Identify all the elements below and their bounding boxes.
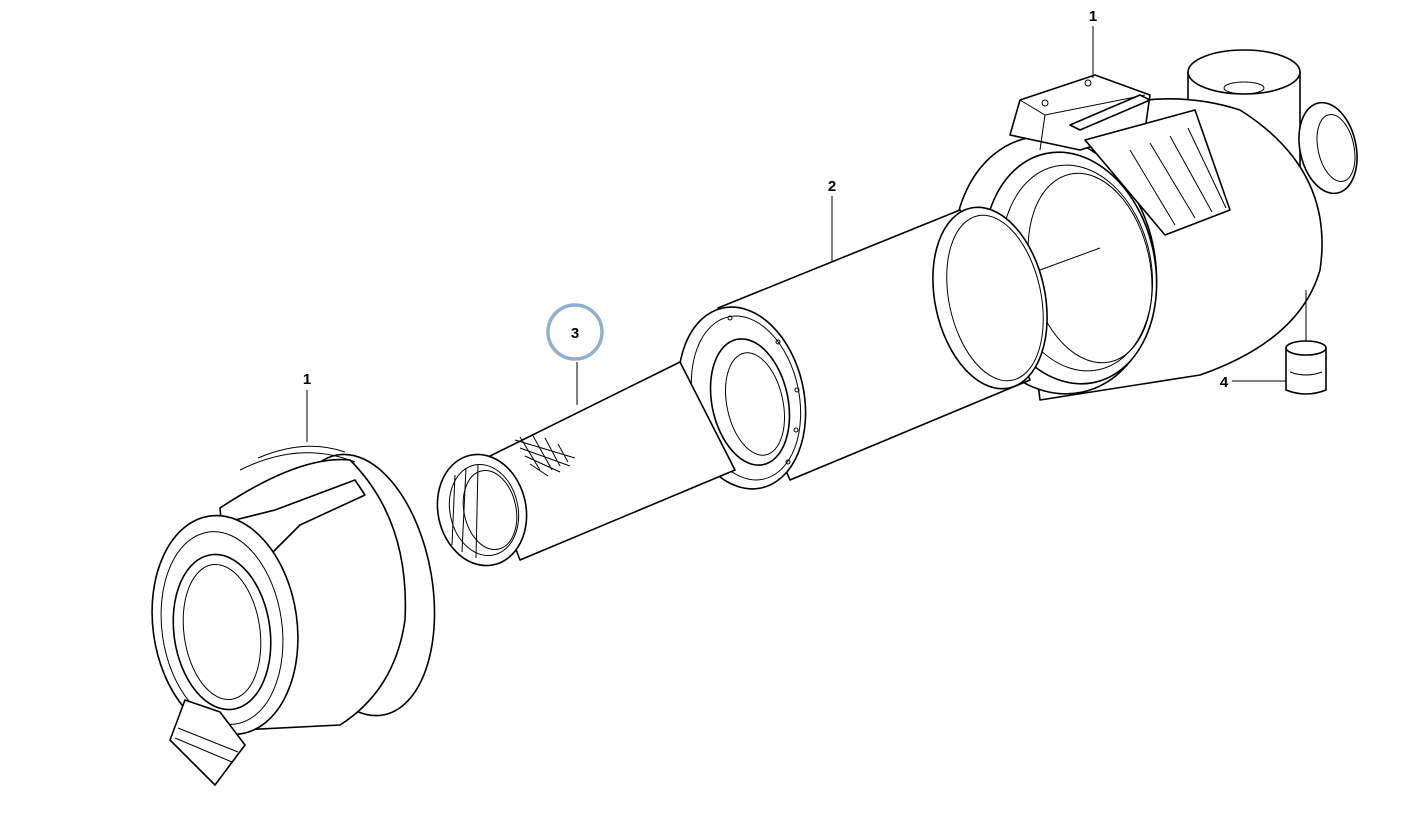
callout-main-body: 2 — [828, 178, 836, 195]
callout-bottom-cover: 1 — [303, 371, 311, 388]
bottom-cover — [151, 445, 436, 786]
filter-element — [436, 361, 736, 567]
highlight-ring — [546, 303, 604, 361]
callout-top-housing: 1 — [1089, 8, 1097, 25]
callout-filter-element: 3 — [571, 325, 579, 342]
top-housing — [952, 49, 1358, 401]
drain-valve — [1285, 290, 1327, 395]
main-body — [677, 206, 1101, 490]
leader-lines — [306, 26, 1286, 442]
callout-valve: 4 — [1220, 374, 1229, 391]
